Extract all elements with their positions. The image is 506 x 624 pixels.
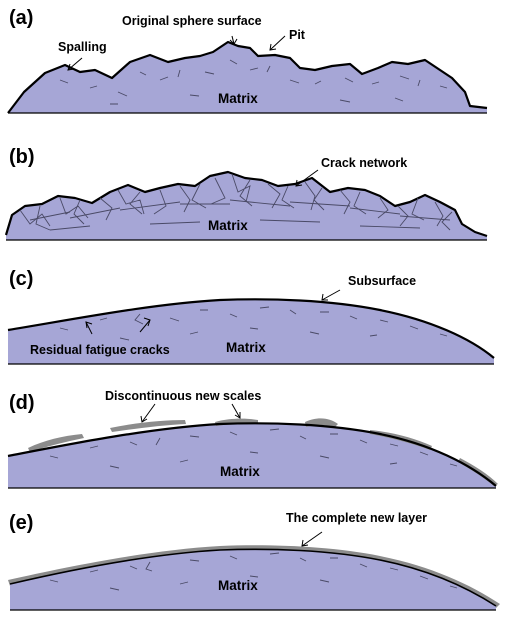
- subsurface-annotation: Subsurface: [348, 274, 417, 288]
- panel-e-matrix-label: Matrix: [218, 578, 258, 593]
- residual-fatigue-cracks-annotation: Residual fatigue cracks: [30, 343, 170, 357]
- panel-b-arrows: [295, 169, 319, 187]
- panel-b: (b) Crack network Matrix: [0, 140, 506, 250]
- panel-d-matrix-label: Matrix: [220, 464, 260, 479]
- panel-d-cracks: [49, 428, 458, 469]
- panel-c-matrix-label: Matrix: [226, 340, 266, 355]
- panel-d-label: (d): [9, 392, 35, 414]
- panel-a-profile: [7, 35, 488, 114]
- pit-annotation: Pit: [289, 28, 305, 42]
- original-sphere-surface-annotation: Original sphere surface: [122, 14, 262, 28]
- complete-new-layer-annotation: The complete new layer: [286, 511, 428, 525]
- panel-b-crack-network: [19, 173, 453, 231]
- panel-c-cracks: [59, 306, 448, 341]
- panel-e-label: (e): [9, 512, 34, 534]
- panel-d-arrows: [140, 403, 241, 423]
- panel-b-profile: [4, 169, 488, 241]
- panel-e: (e) The complete new layer Matrix: [0, 500, 506, 624]
- panel-a-matrix-label: Matrix: [218, 91, 258, 106]
- discontinuous-new-scales-annotation: Discontinuous new scales: [105, 389, 262, 403]
- panel-a-label: (a): [9, 7, 34, 29]
- spalling-annotation: Spalling: [58, 40, 107, 54]
- panel-d: (d) Discontinuous new scales Matrix: [0, 382, 506, 494]
- panel-a-cracks: [59, 59, 448, 105]
- panel-d-profile: [7, 403, 498, 489]
- panel-c-label: (c): [9, 268, 34, 290]
- panel-a: (a) Original sphere surface Spalling Pit…: [0, 0, 506, 125]
- panel-e-cracks: [49, 552, 458, 591]
- panel-c-arrows: [85, 289, 341, 335]
- panel-c: (c) Subsurface Residual fatigue cracks M…: [0, 262, 506, 374]
- panel-c-profile: [7, 289, 495, 365]
- panel-e-arrows: [301, 531, 323, 547]
- crack-network-annotation: Crack network: [321, 156, 408, 170]
- panel-b-label: (b): [9, 146, 35, 168]
- panel-a-arrows: [67, 35, 286, 71]
- panel-e-profile: [8, 531, 500, 611]
- panel-b-matrix-label: Matrix: [208, 218, 248, 233]
